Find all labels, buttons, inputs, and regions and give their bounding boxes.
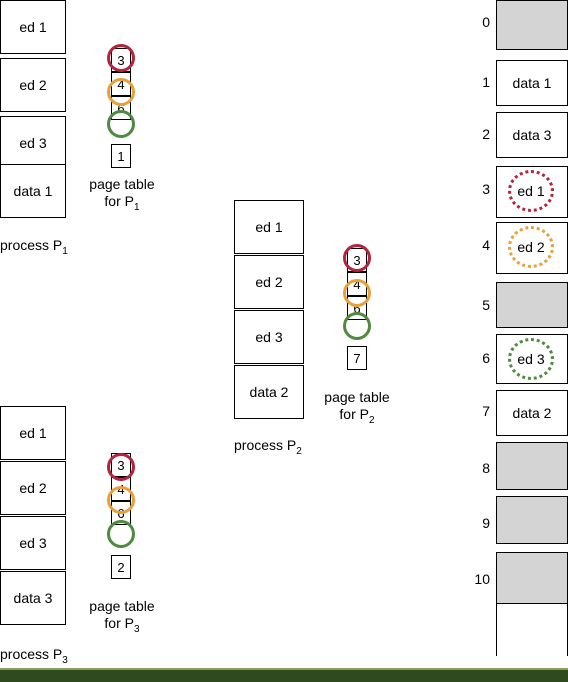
p2-ring-ed1 [343, 244, 371, 272]
frame-number-0: 0 [482, 14, 490, 30]
p2-page-ed2: ed 2 [234, 255, 304, 309]
p3-page-data: data 3 [0, 571, 66, 625]
frame-5 [496, 282, 568, 328]
frame-1: data 1 [496, 60, 568, 106]
frame-7: data 2 [496, 390, 568, 436]
frame-4-ed2-highlight: ed 2 [508, 226, 554, 268]
frame-0 [496, 0, 568, 50]
p1-page-ed1: ed 1 [0, 0, 66, 54]
frame-number-1: 1 [482, 74, 490, 90]
p3-pt-entry-3: 2 [111, 555, 131, 579]
frame-3-ed1-highlight: ed 1 [508, 170, 554, 212]
frame-number-3: 3 [482, 181, 490, 197]
frame-9 [496, 496, 568, 544]
frame-number-9: 9 [482, 515, 490, 531]
p1-ring-ed2 [107, 78, 135, 106]
p1-ring-ed1 [107, 44, 135, 72]
p3-page-ed3: ed 3 [0, 516, 66, 570]
p2-process-label: process P2 [234, 437, 302, 457]
p1-page-ed3: ed 3 [0, 116, 66, 170]
frame-number-10: 10 [474, 571, 490, 587]
p1-process-label: process P1 [0, 237, 68, 257]
footer-bar [0, 668, 568, 682]
frame-number-8: 8 [482, 460, 490, 476]
p3-page-ed2: ed 2 [0, 461, 66, 515]
p2-page-ed1: ed 1 [234, 200, 304, 254]
p1-page-data: data 1 [0, 164, 66, 218]
frame-8 [496, 442, 568, 490]
p2-pt-entry-3: 7 [347, 346, 367, 370]
frame-6-ed3-highlight: ed 3 [508, 338, 554, 380]
frame-number-6: 6 [482, 350, 490, 366]
frame-number-7: 7 [482, 403, 490, 419]
p3-ring-ed1 [107, 453, 135, 481]
p2-page-data: data 2 [234, 365, 304, 419]
p2-ring-ed3 [343, 312, 371, 340]
frame-2: data 3 [496, 112, 568, 158]
p3-ring-ed3 [107, 520, 135, 548]
p1-page-ed2: ed 2 [0, 58, 66, 112]
frame-number-4: 4 [482, 237, 490, 253]
frame-number-2: 2 [482, 126, 490, 142]
frame-number-5: 5 [482, 297, 490, 313]
p3-ring-ed2 [107, 486, 135, 514]
p3-page-ed1: ed 1 [0, 406, 66, 460]
p1-ring-ed3 [107, 110, 135, 138]
frame-10 [496, 552, 568, 604]
p1-pt-entry-3: 1 [111, 144, 131, 168]
p2-page-ed3: ed 3 [234, 310, 304, 364]
p3-process-label: process P3 [0, 646, 68, 666]
memory-column-bottom [496, 604, 568, 656]
p2-ring-ed2 [343, 279, 371, 307]
